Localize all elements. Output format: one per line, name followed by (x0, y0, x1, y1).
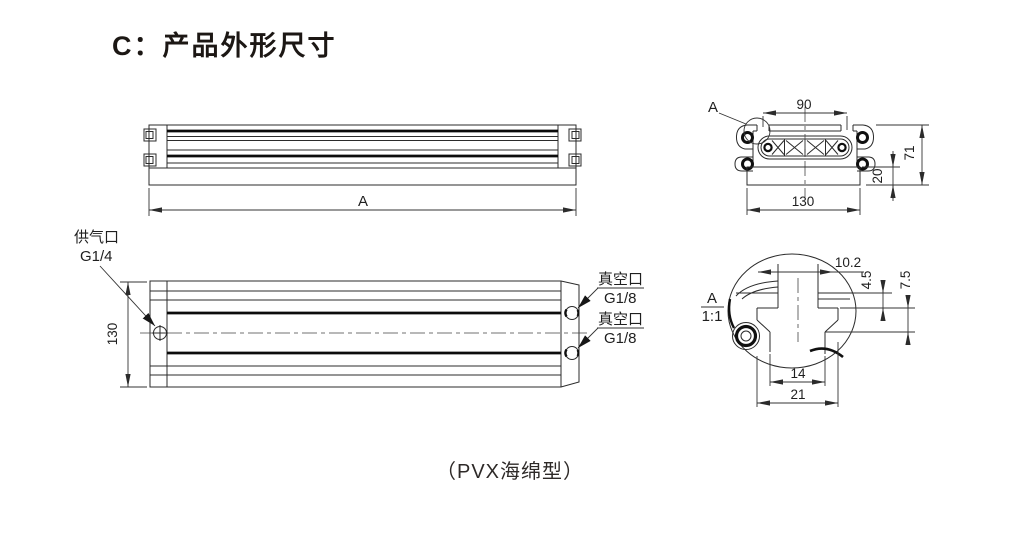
caption: （PVX海绵型） (436, 461, 585, 483)
vacuum-port-1-leader (577, 287, 599, 309)
vacuum-port-1-label: 真空口 (598, 270, 643, 288)
vacuum-port-2-thread: G1/8 (604, 330, 637, 347)
dim-14: 14 (769, 354, 826, 386)
dim-130-section: 130 (746, 188, 861, 215)
vacuum-port-2-leader (577, 327, 599, 349)
dim-20-label: 20 (870, 168, 885, 183)
vacuum-port-circle (565, 306, 579, 320)
vacuum-port-1-thread: G1/8 (604, 290, 637, 307)
dim-7-5-label: 7.5 (898, 271, 913, 290)
sponge-edge-arc (727, 298, 736, 329)
page-title: C：产品外形尺寸 (112, 31, 337, 61)
bolt-detail (732, 322, 760, 350)
detail-scale-label: 1:1 (702, 308, 723, 325)
sponge-edge-arc (809, 347, 844, 359)
dim-71: 71 (866, 124, 929, 186)
detail-callout-leader (718, 112, 747, 125)
detail-callout-circle (743, 117, 771, 145)
dim-4-5: 4.5 (856, 271, 892, 321)
dim-20: 20 (862, 151, 900, 201)
vacuum-port-2-label: 真空口 (598, 310, 643, 328)
dim-a-label: A (358, 193, 368, 210)
section-view: A 90 130 71 (708, 97, 929, 215)
dim-130-plan-label: 130 (105, 323, 120, 346)
dim-130-section-label: 130 (792, 194, 815, 209)
supply-port-leader (99, 265, 156, 327)
dim-90-label: 90 (796, 97, 811, 112)
dim-71-label: 71 (902, 145, 917, 160)
vacuum-port-1: 真空口 G1/8 (564, 270, 644, 320)
dim-length-a: A (148, 188, 577, 216)
dim-10-2: 10.2 (758, 255, 864, 275)
end-cap-tabs (143, 128, 582, 167)
dim-90: 90 (762, 97, 848, 130)
vacuum-port-circle (565, 346, 579, 360)
dim-21: 21 (756, 342, 839, 407)
detail-callout-label: A (707, 290, 717, 307)
dim-10-2-label: 10.2 (835, 255, 861, 270)
supply-port: 供气口 G1/4 (74, 229, 168, 341)
dim-14-label: 14 (790, 366, 806, 381)
dim-130-plan: 130 (105, 281, 147, 388)
plan-view: 供气口 G1/4 真空口 G1/8 真空口 G1/8 (74, 229, 644, 388)
side-view: A (143, 124, 582, 216)
vacuum-port-2: 真空口 G1/8 (564, 310, 644, 360)
detail-view: A 1:1 (701, 253, 915, 407)
bolt-holes (741, 131, 869, 171)
supply-port-label: 供气口 (74, 229, 119, 246)
dim-21-label: 21 (790, 387, 805, 402)
supply-port-thread: G1/4 (80, 248, 113, 265)
dim-4-5-label: 4.5 (859, 271, 874, 290)
detail-boundary-circle (727, 253, 857, 369)
section-callout-label: A (708, 99, 718, 116)
dim-7-5: 7.5 (825, 271, 915, 345)
